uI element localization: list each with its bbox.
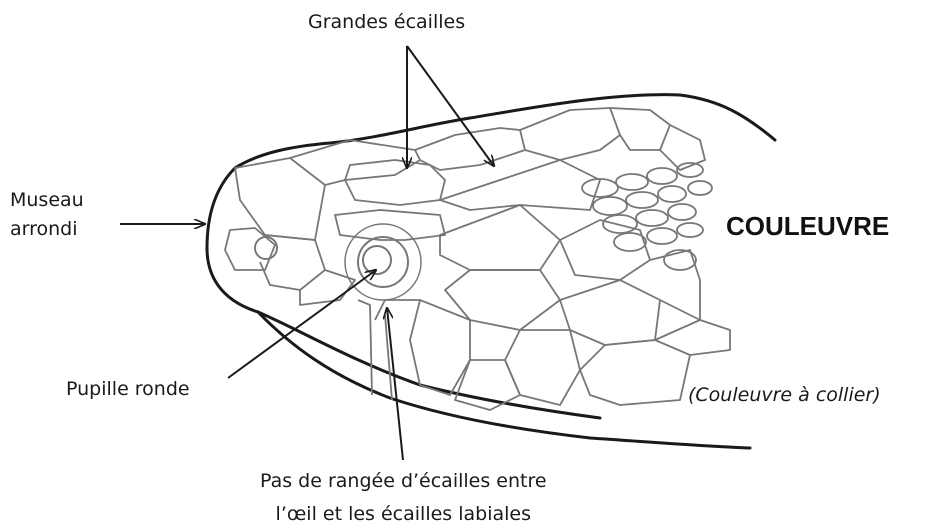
label-snout-line1: Museau — [10, 186, 84, 215]
label-no-scale-row-line2: l’œil et les écailles labiales — [260, 498, 547, 531]
label-snout-line2: arrondi — [10, 215, 84, 244]
label-no-scale-row: Pas de rangée d’écailles entre l’œil et … — [260, 465, 547, 531]
pupil — [363, 246, 391, 274]
scale-pattern — [225, 108, 730, 410]
neck-scales — [582, 163, 712, 270]
ocular-ring — [345, 224, 421, 300]
eye — [345, 224, 421, 300]
species-title: COULEUVRE — [726, 214, 889, 238]
arrow-no-scale-row — [387, 308, 403, 460]
eye-outline — [358, 237, 408, 287]
label-rounded-snout: Museau arrondi — [10, 186, 84, 244]
arrow-pupil — [228, 270, 376, 378]
label-large-scales: Grandes écailles — [308, 10, 465, 34]
species-subtitle: (Couleuvre à collier) — [688, 383, 881, 407]
label-no-scale-row-line1: Pas de rangée d’écailles entre — [260, 465, 547, 498]
label-round-pupil: Pupille ronde — [66, 377, 190, 401]
